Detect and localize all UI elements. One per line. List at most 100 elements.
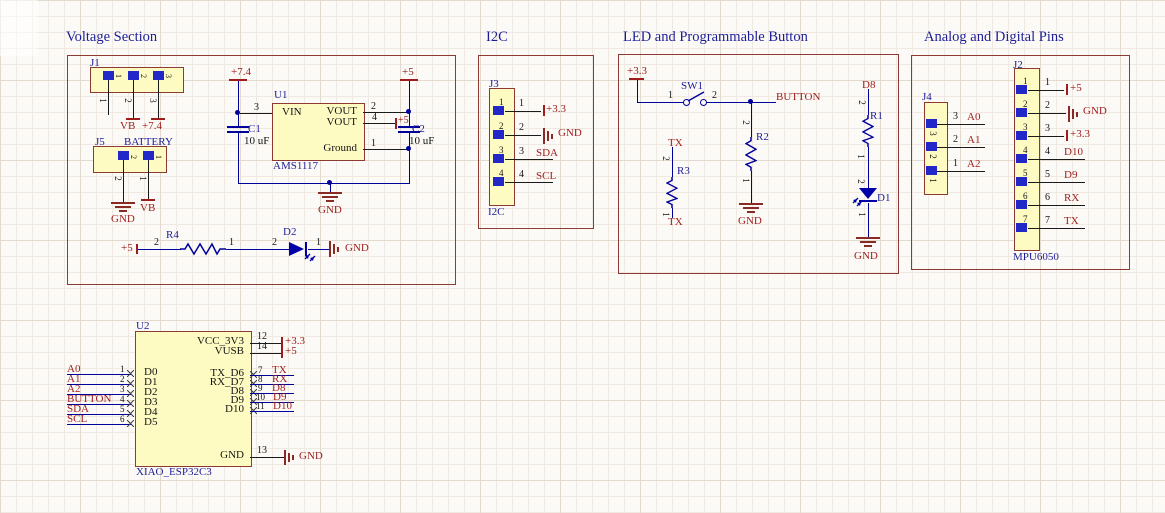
wire[interactable] [363, 149, 407, 150]
gnd-label[interactable]: GND [854, 250, 878, 262]
wire[interactable] [672, 147, 673, 177]
wire[interactable] [868, 89, 869, 115]
wire[interactable] [1028, 159, 1085, 160]
net-label-a0[interactable]: A0 [67, 363, 81, 375]
power-flag-5v[interactable]: +5 [285, 345, 297, 357]
net-label-scl[interactable]: SCL [67, 413, 88, 425]
wire[interactable] [250, 375, 294, 376]
designator-j1[interactable]: J1 [90, 57, 100, 69]
net-label-a1[interactable]: A1 [967, 134, 981, 146]
wire[interactable] [505, 111, 541, 112]
net-label-a0[interactable]: A0 [967, 111, 981, 123]
net-label-7v4[interactable]: +7.4 [142, 120, 162, 132]
net-label-tx[interactable]: TX [668, 137, 683, 149]
gnd-label[interactable]: GND [299, 450, 323, 462]
wire[interactable] [1028, 90, 1064, 91]
net-label-rx[interactable]: RX [272, 373, 288, 385]
ic-u1-body[interactable] [272, 103, 365, 161]
designator-r3[interactable]: R3 [677, 165, 690, 177]
power-flag-3v3[interactable]: +3.3 [285, 335, 305, 347]
wire[interactable] [1028, 205, 1085, 206]
net-label-a2[interactable]: A2 [967, 158, 981, 170]
designator-sw1[interactable]: SW1 [681, 80, 703, 92]
gnd-label[interactable]: GND [558, 127, 582, 139]
led-d1-symbol[interactable] [851, 186, 881, 210]
wire[interactable] [250, 402, 294, 403]
resistor-r1-symbol[interactable] [862, 115, 874, 147]
wire[interactable] [505, 182, 553, 183]
net-label-a1[interactable]: A1 [67, 373, 81, 385]
wire[interactable] [67, 374, 131, 375]
wire[interactable] [330, 183, 331, 192]
wire[interactable] [250, 384, 294, 385]
designator-r1[interactable]: R1 [870, 110, 883, 122]
wire[interactable] [1028, 182, 1085, 183]
power-flag-5v[interactable]: +5 [402, 66, 414, 78]
section-title-led-button[interactable]: LED and Programmable Button [623, 29, 808, 45]
wire[interactable] [158, 80, 159, 118]
designator-j2[interactable]: J2 [1013, 59, 1023, 71]
wire[interactable] [226, 249, 289, 250]
wire[interactable] [868, 203, 869, 237]
switch-sw1-blade[interactable] [687, 90, 705, 102]
capacitor-c2-plate[interactable] [398, 131, 420, 133]
net-label-button[interactable]: BUTTON [776, 91, 821, 103]
section-title-voltage[interactable]: Voltage Section [66, 29, 158, 45]
wire[interactable] [409, 81, 410, 126]
connector-j5[interactable] [93, 146, 167, 173]
wire[interactable] [108, 80, 109, 115]
net-label-d10[interactable]: D10 [273, 400, 292, 412]
wire[interactable] [937, 171, 985, 172]
wire[interactable] [133, 80, 134, 118]
wire[interactable] [363, 123, 395, 124]
designator-j3[interactable]: J3 [489, 78, 499, 90]
wire[interactable] [1028, 136, 1064, 137]
wire[interactable] [672, 208, 673, 218]
wire[interactable] [363, 112, 407, 113]
section-box-voltage[interactable] [67, 55, 456, 285]
wire[interactable] [250, 343, 281, 344]
net-label-a2[interactable]: A2 [67, 383, 81, 395]
wire[interactable] [409, 133, 410, 183]
resistor-r2-symbol[interactable] [745, 137, 757, 171]
net-label-tx[interactable]: TX [272, 364, 287, 376]
wire[interactable] [238, 133, 239, 183]
wire[interactable] [123, 160, 124, 202]
power-flag-3v3[interactable]: +3.3 [546, 103, 566, 115]
net-label-scl[interactable]: SCL [536, 170, 557, 182]
wire[interactable] [751, 102, 752, 137]
wire[interactable] [250, 393, 294, 394]
wire[interactable] [67, 394, 131, 395]
wire[interactable] [250, 411, 294, 412]
gnd-label[interactable]: GND [111, 213, 135, 225]
power-flag-5v[interactable]: +5 [1070, 82, 1082, 94]
section-box-i2c[interactable] [478, 55, 594, 229]
wire[interactable] [250, 353, 281, 354]
wire[interactable] [238, 183, 410, 184]
wire[interactable] [637, 80, 638, 102]
value-c2[interactable]: 10 uF [409, 135, 435, 147]
wire[interactable] [1028, 113, 1066, 114]
part-u2[interactable]: XIAO_ESP32C3 [136, 466, 212, 478]
net-label-d9[interactable]: D9 [1064, 169, 1078, 181]
net-label-d10[interactable]: D10 [1064, 146, 1083, 158]
wire[interactable] [706, 102, 776, 103]
designator-d2[interactable]: D2 [283, 226, 297, 238]
gnd-label[interactable]: GND [1083, 105, 1107, 117]
wire[interactable] [67, 424, 131, 425]
gnd-label[interactable]: GND [738, 215, 762, 227]
wire[interactable] [751, 171, 752, 203]
designator-u1[interactable]: U1 [274, 89, 288, 101]
designator-c1[interactable]: C1 [248, 123, 261, 135]
net-label-tx[interactable]: TX [668, 216, 683, 228]
wire[interactable] [505, 159, 553, 160]
designator-u2[interactable]: U2 [136, 320, 150, 332]
designator-r4[interactable]: R4 [166, 229, 179, 241]
wire[interactable] [67, 384, 131, 385]
net-label-rx[interactable]: RX [1064, 192, 1080, 204]
resistor-r4-symbol[interactable] [180, 242, 226, 256]
wire[interactable] [138, 249, 181, 250]
net-label-button[interactable]: BUTTON [67, 393, 112, 405]
power-flag-3v3[interactable]: +3.3 [627, 65, 647, 77]
led-d2-symbol[interactable] [288, 238, 322, 264]
